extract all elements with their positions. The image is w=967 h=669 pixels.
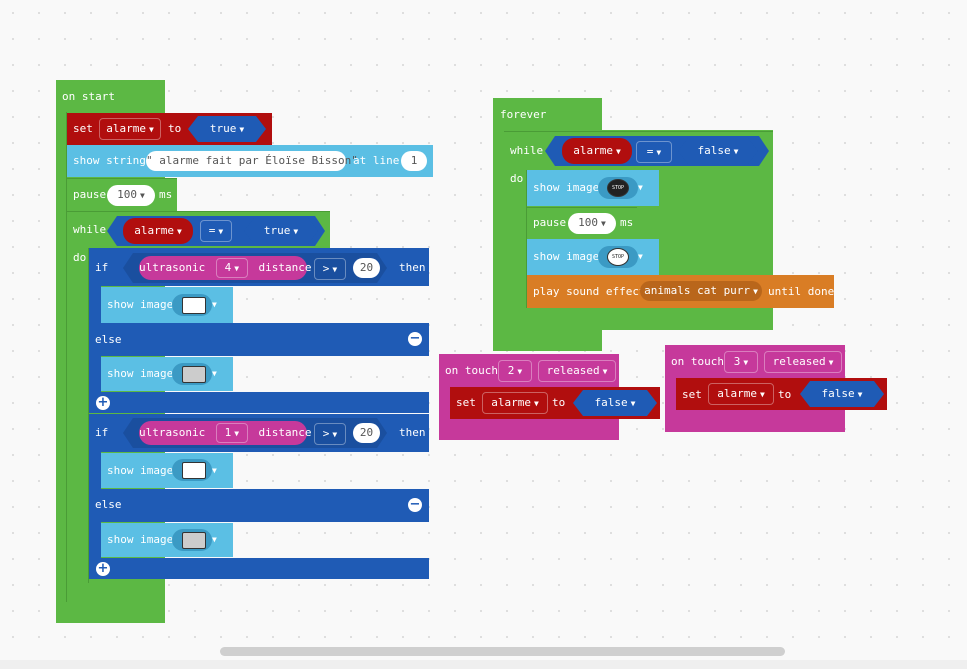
chevron-down-icon: ▼ (212, 369, 217, 378)
image-icon (182, 366, 206, 383)
at-line-label: at line (353, 154, 400, 167)
pin-dropdown[interactable]: 3▼ (724, 351, 758, 373)
if-label: if (95, 426, 109, 439)
on-touch-label: on touch (445, 364, 498, 377)
boolean-false-block[interactable]: false▼ (800, 381, 884, 407)
show-image-label: show image (107, 464, 174, 477)
if-label: if (95, 261, 109, 274)
forever-label: forever (500, 108, 547, 121)
event-dropdown[interactable]: released▼ (538, 360, 616, 382)
plus-icon[interactable]: + (96, 395, 110, 410)
pin-dropdown[interactable]: 2▼ (498, 360, 532, 382)
distance-value-input[interactable]: 20 (353, 258, 380, 278)
on-start-label: on start (62, 90, 115, 103)
ms-label: ms (159, 188, 173, 201)
then-label: then (399, 426, 426, 439)
show-image-label: show image (107, 298, 174, 311)
operator-dropdown[interactable]: >▼ (314, 258, 346, 280)
image-picker[interactable] (172, 294, 212, 316)
operator-dropdown[interactable]: =▼ (636, 141, 672, 163)
operator-dropdown[interactable]: =▼ (200, 220, 232, 242)
bottom-toolbar (0, 660, 967, 669)
pause-label: pause (73, 188, 107, 201)
to-label: to (552, 396, 566, 409)
show-string-label: show string (73, 154, 146, 167)
distance-value-input[interactable]: 20 (353, 423, 380, 443)
do-label: do (510, 172, 524, 185)
ultrasonic-sensor-block[interactable]: ultrasonic 4▼ distance (139, 256, 311, 280)
minus-icon[interactable]: − (408, 497, 422, 512)
stop-sign-icon: STOP (607, 248, 629, 266)
image-picker[interactable]: STOP (598, 177, 638, 199)
image-picker[interactable]: STOP (598, 246, 638, 268)
stop-sign-icon: STOP (607, 179, 629, 197)
to-label: to (778, 388, 792, 401)
alarme-variable[interactable]: alarme▼ (562, 138, 632, 164)
set-label: set (682, 388, 702, 401)
boolean-true-block[interactable]: true▼ (188, 116, 266, 142)
do-label: do (73, 251, 87, 264)
ultrasonic-sensor-block[interactable]: ultrasonic 1▼ distance (139, 421, 311, 445)
alarme-variable[interactable]: alarme▼ (123, 218, 193, 244)
while-label: while (510, 144, 544, 157)
face-icon (182, 297, 206, 314)
chevron-down-icon: ▼ (212, 466, 217, 475)
face-icon (182, 462, 206, 479)
chevron-down-icon: ▼ (212, 535, 217, 544)
image-icon (182, 532, 206, 549)
chevron-down-icon: ▼ (638, 252, 643, 261)
show-image-label: show image (533, 250, 600, 263)
pause-value-dropdown[interactable]: 100▼ (107, 185, 155, 206)
else-branch (89, 489, 429, 522)
event-dropdown[interactable]: released▼ (764, 351, 842, 373)
else-label: else (95, 498, 122, 511)
show-image-label: show image (107, 533, 174, 546)
variable-dropdown[interactable]: alarme▼ (482, 392, 548, 414)
play-sound-label: play sound effect (533, 285, 646, 298)
ms-label: ms (620, 216, 634, 229)
on-touch-label: on touch (671, 355, 724, 368)
pause-value-dropdown[interactable]: 100▼ (568, 213, 616, 234)
operator-dropdown[interactable]: >▼ (314, 423, 346, 445)
boolean-true-block[interactable]: true▼ (244, 218, 318, 244)
while-label: while (73, 223, 107, 236)
variable-dropdown[interactable]: alarme▼ (708, 383, 774, 405)
set-label: set (456, 396, 476, 409)
image-picker[interactable] (172, 363, 212, 385)
plus-icon[interactable]: + (96, 561, 110, 576)
until-done-label: until done (768, 285, 835, 298)
pause-label: pause (533, 216, 567, 229)
horizontal-scrollbar[interactable] (220, 647, 785, 656)
minus-icon[interactable]: − (408, 331, 422, 346)
then-label: then (399, 261, 426, 274)
variable-dropdown[interactable]: alarme▼ (99, 118, 161, 140)
boolean-false-block[interactable]: false▼ (573, 390, 657, 416)
string-input[interactable]: " alarme fait par Éloïse Bisson" (146, 151, 358, 171)
set-label: set (73, 122, 93, 135)
to-label: to (168, 122, 182, 135)
sound-effect-dropdown[interactable]: animals cat purr▼ (640, 281, 762, 301)
chevron-down-icon: ▼ (638, 183, 643, 192)
boolean-false-block[interactable]: false▼ (678, 138, 758, 164)
else-label: else (95, 333, 122, 346)
show-image-label: show image (533, 181, 600, 194)
line-number-input[interactable]: 1 (401, 151, 427, 171)
else-branch (89, 323, 429, 356)
image-picker[interactable] (172, 459, 212, 481)
image-picker[interactable] (172, 529, 212, 551)
chevron-down-icon: ▼ (212, 300, 217, 309)
show-image-label: show image (107, 367, 174, 380)
